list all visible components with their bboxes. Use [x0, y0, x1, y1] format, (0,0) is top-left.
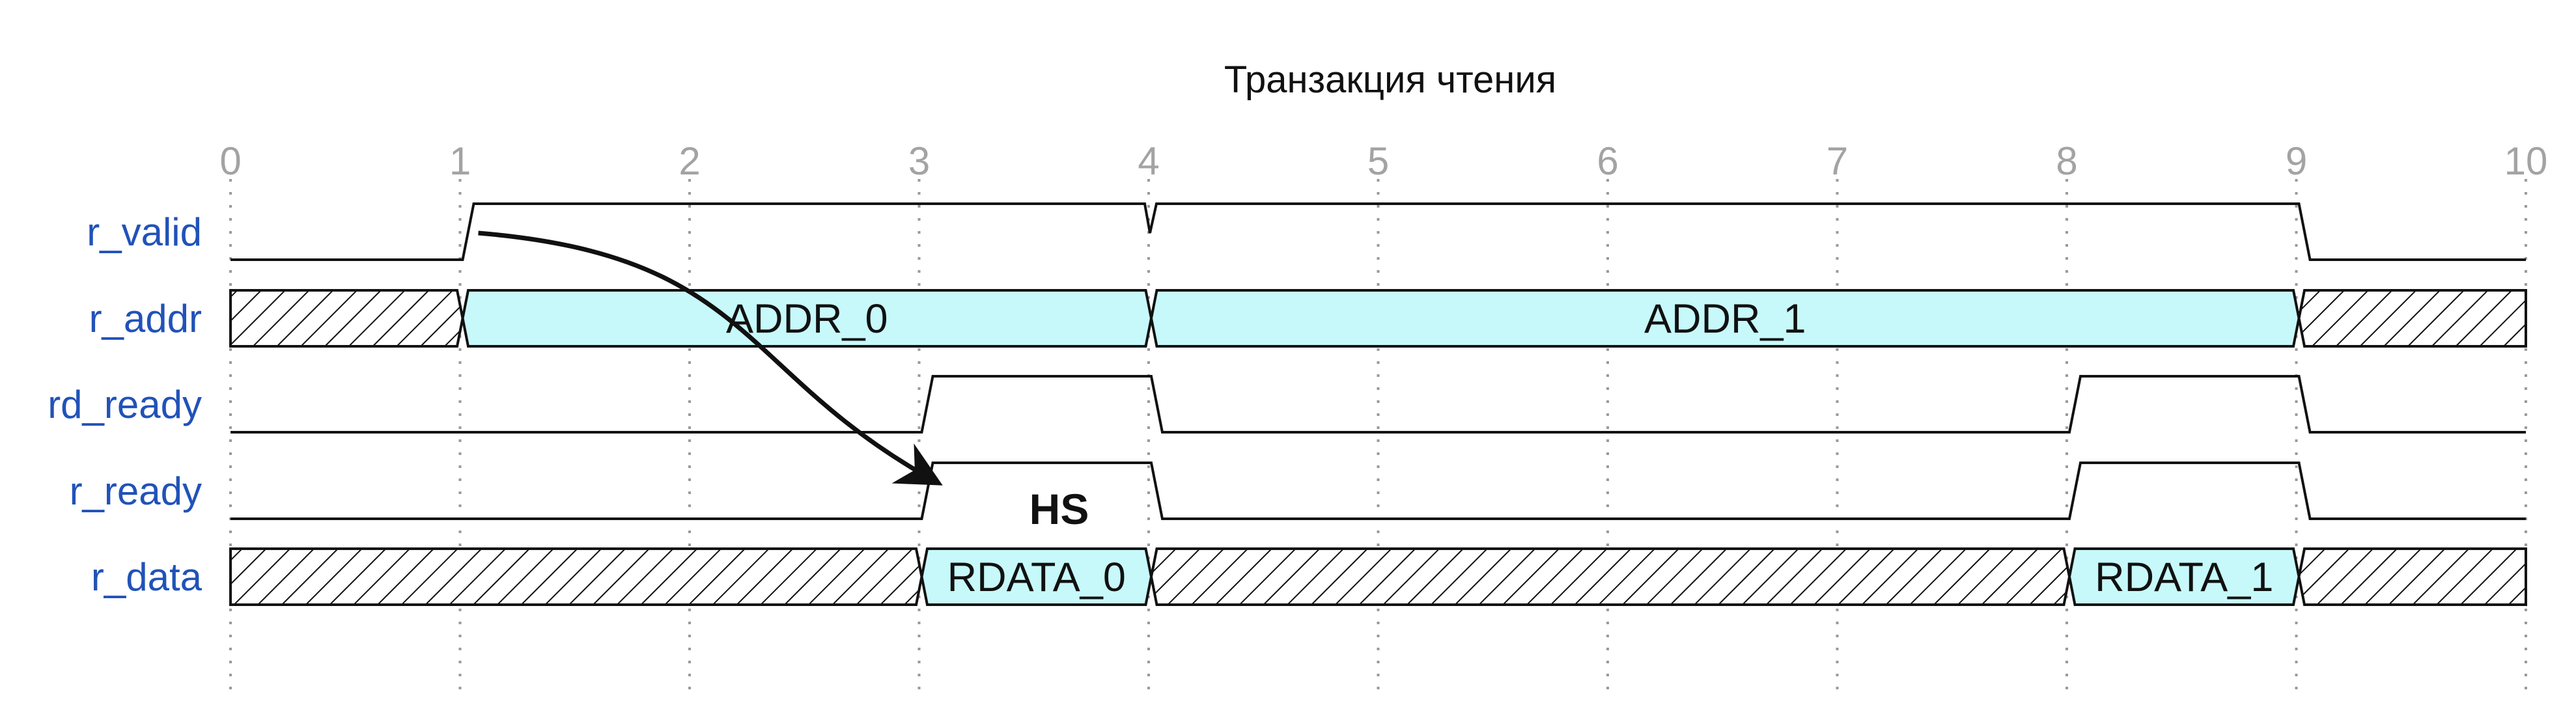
bus-value-label: ADDR_1: [1644, 296, 1806, 342]
signal-label-r-data: r_data: [91, 555, 203, 599]
bus-undefined-segment: [2297, 289, 2527, 348]
bus-valid-segment: [1149, 289, 2301, 348]
bus-value-label: RDATA_1: [2095, 555, 2273, 600]
handshake-label: HS: [1029, 485, 1089, 533]
signal-labels: r_valid r_addr rd_ready r_ready r_data: [48, 210, 202, 599]
bus-value-label: RDATA_0: [947, 555, 1126, 600]
tick-label: 2: [679, 139, 700, 183]
signal-label-r-ready: r_ready: [70, 469, 202, 513]
handshake-annotation: HS: [478, 230, 1089, 533]
tick-label: 6: [1597, 139, 1618, 183]
signal-label-r-valid: r_valid: [87, 210, 202, 254]
tick-label: 9: [2286, 139, 2307, 183]
signal-label-r-addr: r_addr: [89, 297, 202, 340]
bus-undefined-segment: [2297, 547, 2527, 606]
handshake-arrow: [478, 230, 943, 486]
bus-valid-segment: [920, 547, 1153, 606]
tick-label: 4: [1138, 139, 1159, 183]
bit-waveform: [231, 462, 2526, 520]
bus-valid-segment: [461, 289, 1153, 348]
bus-value-label: ADDR_0: [726, 296, 888, 342]
bit-waveform: [231, 375, 2526, 434]
tick-label: 7: [1827, 139, 1848, 183]
tick-label: 10: [2504, 139, 2548, 183]
bus-undefined-segment: [229, 289, 464, 348]
diagram-title: Транзакция чтения: [1224, 59, 1556, 101]
tick-label: 3: [908, 139, 930, 183]
bus-valid-segment: [2067, 547, 2301, 606]
bit-waveform: [231, 202, 2526, 261]
waveform-rd-ready: [231, 375, 2526, 434]
tick-label: 0: [219, 139, 241, 183]
waveform-r-addr: ADDR_0 ADDR_1: [229, 289, 2527, 348]
time-axis-ticks: 0 1 2 3 4 5 6 7 8 9 10: [219, 139, 2547, 183]
tick-label: 5: [1367, 139, 1389, 183]
tick-label: 8: [2056, 139, 2077, 183]
waveform-r-data: RDATA_0 RDATA_1: [229, 547, 2527, 606]
waveform-r-valid: [231, 202, 2526, 261]
bus-undefined-segment: [229, 547, 923, 606]
signal-label-rd-ready: rd_ready: [48, 383, 202, 426]
time-grid: [229, 179, 2527, 700]
bus-undefined-segment: [1149, 547, 2071, 606]
tick-label: 1: [449, 139, 471, 183]
waveform-r-ready: [231, 462, 2526, 520]
